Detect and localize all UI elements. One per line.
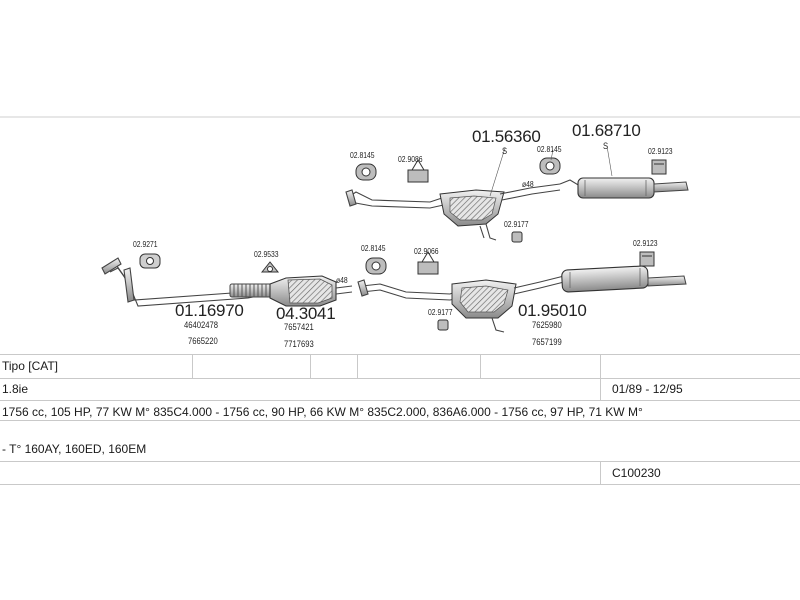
suffix-upper-middle: S: [502, 146, 508, 156]
mount-02-8145-upper: [355, 163, 377, 181]
lower-rear-silencer: [561, 265, 687, 293]
label-mount-rear: 02.8145: [537, 145, 562, 154]
upper-front-pipe: [345, 189, 449, 209]
engine-variant: 1.8ie: [2, 382, 29, 396]
exhaust-system-diagram: [0, 116, 800, 333]
label-mount-lower-1: 02.8145: [361, 244, 386, 253]
gasket-02-9271: [139, 253, 161, 269]
flexible-pipe: [229, 283, 273, 298]
part-number-upper-middle: 01.56360: [472, 127, 541, 146]
row-engine: 1.8ie 01/89 - 12/95: [0, 381, 800, 399]
clamp-02-9533: [260, 261, 280, 273]
mount-02-9123-lower: [639, 251, 655, 267]
label-mount-rear-2: 02.9123: [648, 147, 673, 156]
label-pipe-size-catalyst: ø48: [336, 276, 348, 285]
mount-02-9123-upper: [651, 159, 667, 175]
label-gasket-downpipe: 02.9271: [133, 240, 158, 249]
catalog-code: C100230: [612, 466, 661, 480]
ref-downpipe-1: 46402478: [184, 320, 219, 330]
engine-specs: 1756 cc, 105 HP, 77 KW M° 835C4.000 - 17…: [2, 405, 643, 419]
mount-02-8145-rear: [539, 157, 561, 175]
label-mount-lower-2: 02.9066: [414, 247, 439, 256]
row-code: C100230: [0, 465, 800, 483]
part-number-downpipe: 01.16970: [175, 301, 244, 320]
mount-02-8145-lower: [365, 257, 387, 275]
lower-front-pipe: [357, 279, 461, 301]
ref-downpipe-2: 7665220: [188, 336, 218, 346]
ref-lower-middle-1: 7625980: [532, 320, 562, 330]
part-number-lower-middle: 01.95010: [518, 301, 587, 320]
production-years: 01/89 - 12/95: [612, 382, 683, 396]
mount-02-9066: [417, 251, 439, 275]
upper-rear-silencer: [559, 177, 689, 199]
lower-center-silencer: [451, 275, 565, 333]
part-number-catalyst: 04.3041: [276, 304, 336, 323]
downpipe: [101, 257, 269, 307]
row-types: - T° 160AY, 160ED, 160EM: [0, 441, 800, 459]
row-model: Tipo [CAT]: [0, 358, 800, 376]
catalytic-converter: [269, 275, 353, 307]
suffix-upper-rear: S: [603, 141, 609, 151]
upper-center-silencer: [439, 183, 561, 241]
label-clamp-catalyst: 02.9533: [254, 250, 279, 259]
label-clamp-upper: 02.9177: [504, 220, 529, 229]
ref-catalyst-1: 7657421: [284, 322, 314, 332]
label-mount-lower-3: 02.9123: [633, 239, 658, 248]
clamp-02-9177-upper: [511, 231, 523, 243]
label-pipe-size-upper: ø48: [522, 180, 534, 189]
part-number-upper-rear: 01.68710: [572, 121, 641, 140]
label-mount-upper-2: 02.9086: [398, 155, 423, 164]
type-codes: - T° 160AY, 160ED, 160EM: [2, 442, 147, 456]
label-clamp-lower: 02.9177: [428, 308, 453, 317]
row-specs: 1756 cc, 105 HP, 77 KW M° 835C4.000 - 17…: [0, 404, 800, 422]
mount-02-9086: [407, 159, 429, 183]
ref-catalyst-2: 7717693: [284, 339, 314, 349]
model-name: Tipo [CAT]: [2, 359, 59, 373]
label-mount-upper-1: 02.8145: [350, 151, 375, 160]
ref-lower-middle-2: 7657199: [532, 337, 562, 347]
clamp-02-9177-lower: [437, 319, 449, 331]
